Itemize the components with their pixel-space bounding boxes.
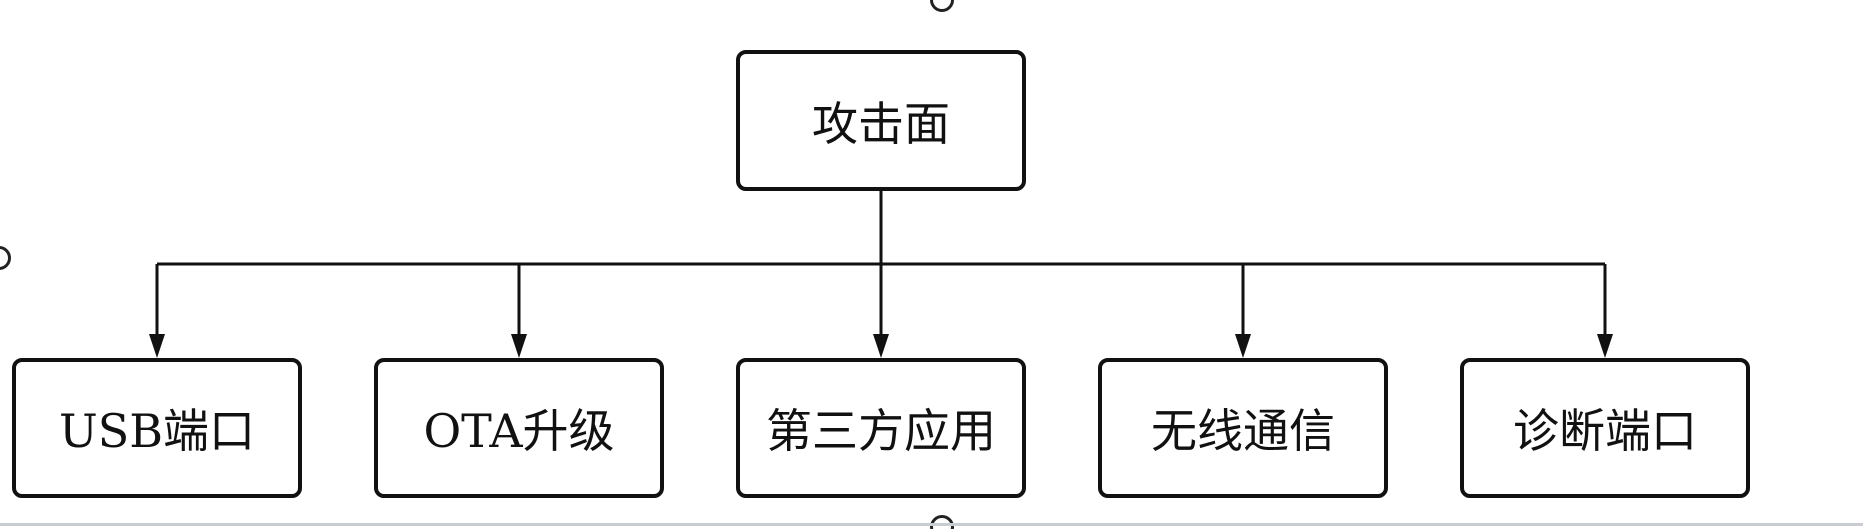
root-node-attack-surface[interactable]: 攻击面	[736, 50, 1026, 191]
child-node-label: USB端口	[58, 404, 256, 458]
child-node-wireless-communication[interactable]: 无线通信	[1098, 358, 1388, 498]
canvas-bottom-border	[0, 523, 1863, 526]
arrowhead-third-party	[873, 334, 889, 358]
child-node-label: 诊断端口	[1513, 404, 1697, 458]
child-node-diagnostic-port[interactable]: 诊断端口	[1460, 358, 1750, 498]
child-node-usb-port[interactable]: USB端口	[12, 358, 302, 498]
arrowhead-usb	[149, 334, 165, 358]
arrowhead-diagnostic	[1597, 334, 1613, 358]
child-node-label: OTA升级	[423, 404, 615, 458]
child-node-label: 第三方应用	[766, 404, 996, 458]
child-node-label: 无线通信	[1151, 404, 1335, 458]
child-node-ota-upgrade[interactable]: OTA升级	[374, 358, 664, 498]
arrowhead-wireless	[1235, 334, 1251, 358]
child-node-third-party-apps[interactable]: 第三方应用	[736, 358, 1026, 498]
root-node-label: 攻击面	[812, 96, 950, 151]
arrowhead-ota	[511, 334, 527, 358]
